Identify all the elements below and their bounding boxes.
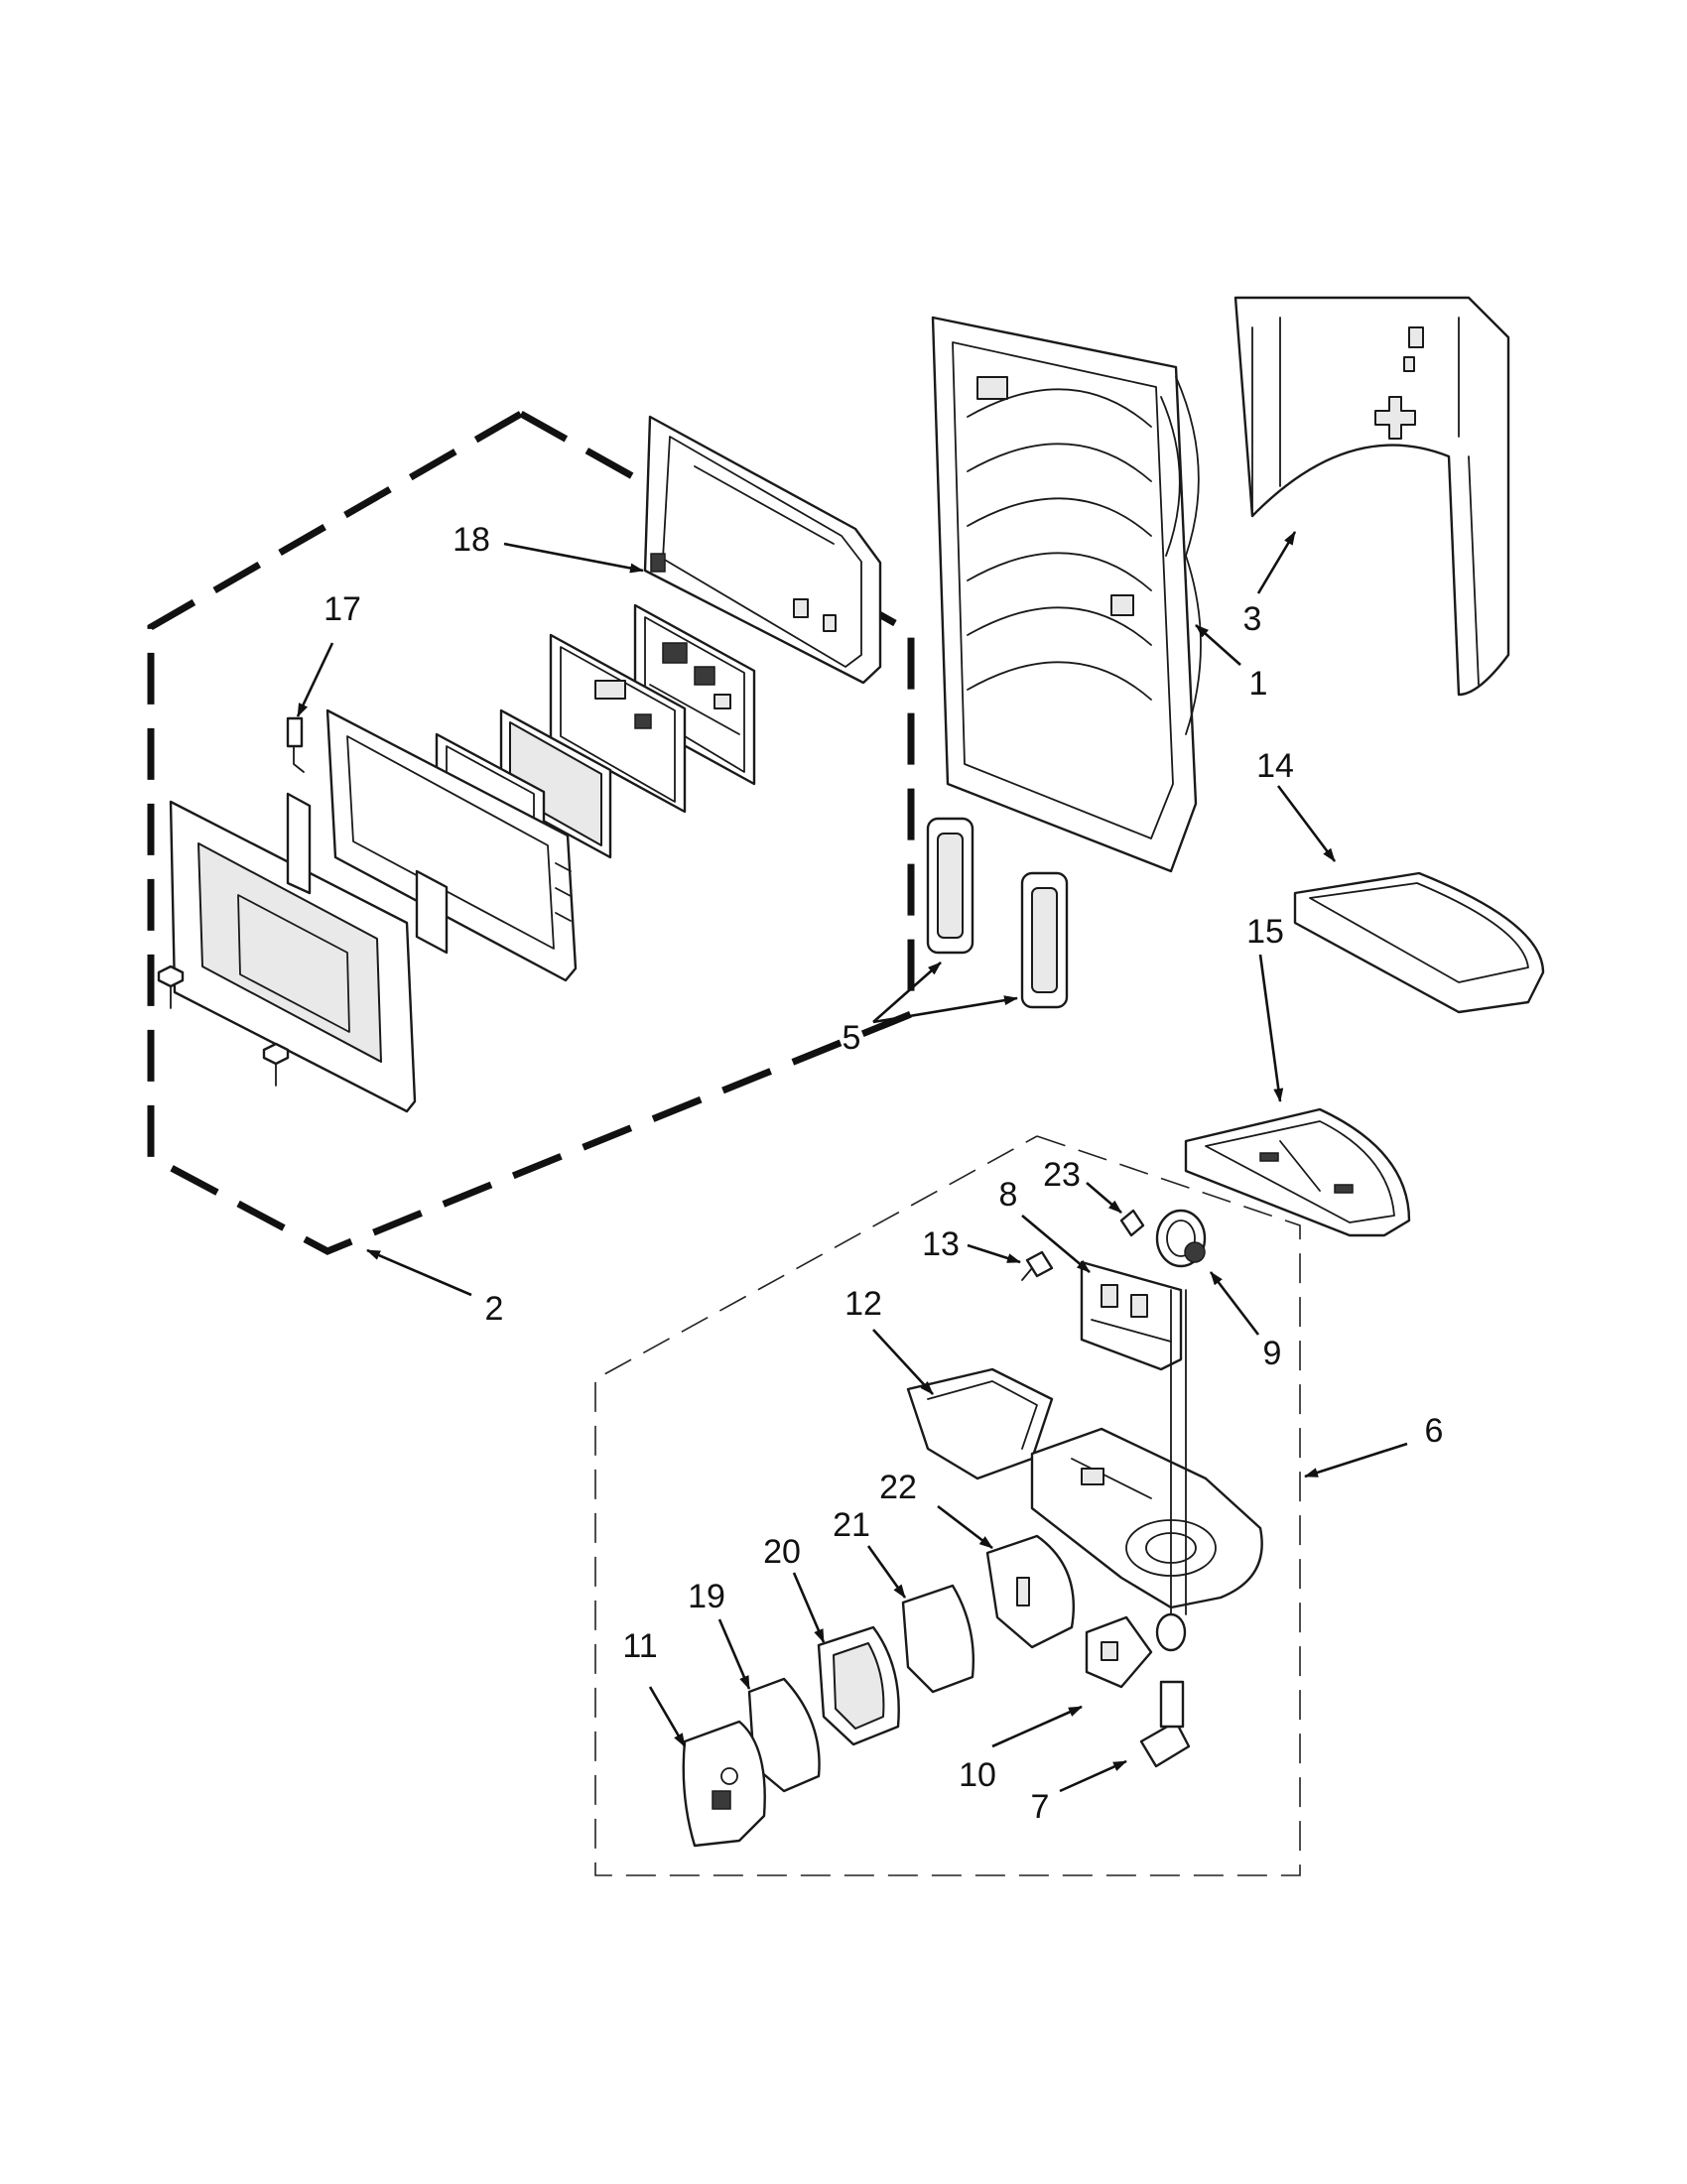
leader-20 [792,1572,826,1643]
leader-7 [1059,1759,1127,1793]
part-21-seal [901,1584,974,1694]
callout-14: 14 [1256,747,1294,785]
leader-12 [872,1329,934,1395]
leader-15 [1258,954,1284,1102]
callout-13: 13 [922,1225,960,1263]
part-5-pad-a [926,817,974,955]
part-interface-board [549,633,687,814]
callout-12: 12 [844,1285,882,1323]
kit-6-outline [594,1135,1301,1876]
leader-23 [1086,1182,1122,1214]
callout-7: 7 [1031,1788,1050,1826]
part-screw-a [157,964,185,1009]
leader-9 [1209,1271,1260,1336]
part-control-frame [325,708,578,982]
kit-2-outline [147,409,915,1255]
leader-6 [1304,1442,1408,1478]
callout-17: 17 [324,590,361,628]
part-14-tray [1293,871,1545,1014]
leader-8 [1021,1215,1091,1273]
callout-15: 15 [1246,913,1284,951]
callout-9: 9 [1263,1335,1282,1372]
leader-5a [872,962,942,1023]
leader-13 [967,1243,1021,1264]
leader-19 [717,1618,751,1690]
part-19-panel [747,1677,821,1793]
callout-2: 2 [485,1290,504,1328]
callout-5: 5 [843,1019,861,1057]
part-9-motor [1155,1209,1207,1268]
part-11-cover [682,1720,766,1848]
callout-22: 22 [879,1469,917,1506]
leader-14 [1276,785,1337,862]
callout-23: 23 [1043,1156,1081,1194]
part-13-pin [1021,1250,1054,1281]
leader-11 [648,1686,687,1747]
leader-21 [866,1545,907,1599]
callout-10: 10 [959,1756,996,1794]
callout-11: 11 [622,1627,657,1665]
part-22-flap [985,1534,1076,1649]
part-7-fitting [1139,1289,1191,1768]
part-23-clip [1119,1209,1145,1237]
part-screw-b [262,1042,290,1087]
leader-18 [503,542,644,574]
leader-17 [296,642,334,717]
leader-3 [1256,531,1297,594]
callout-19: 19 [688,1578,725,1615]
callout-8: 8 [999,1176,1018,1214]
part-12-funnel [906,1367,1054,1480]
part-display-membrane [499,708,612,859]
part-18-housing [643,415,882,685]
part-20-gasket [817,1625,900,1746]
part-front-panel [169,792,449,1113]
part-3-door [1233,296,1510,697]
part-5-pad-b [1020,871,1069,1009]
leader-10 [991,1705,1083,1748]
part-17-connector [286,716,305,773]
leader-22 [937,1504,993,1550]
part-control-board [633,603,756,786]
callout-20: 20 [763,1533,801,1571]
part-8-bracket [1080,1260,1183,1371]
callout-1: 1 [1249,665,1268,703]
callout-6: 6 [1425,1412,1444,1450]
callout-18: 18 [453,521,490,559]
part-15-drip-tray [1184,1107,1411,1237]
leader-5b [872,995,1018,1024]
callout-3: 3 [1243,600,1262,638]
callout-21: 21 [833,1506,870,1544]
part-10-switch [1085,1615,1153,1689]
leader-2 [366,1248,472,1297]
part-1-housing [931,316,1202,873]
leader-1 [1195,624,1241,666]
